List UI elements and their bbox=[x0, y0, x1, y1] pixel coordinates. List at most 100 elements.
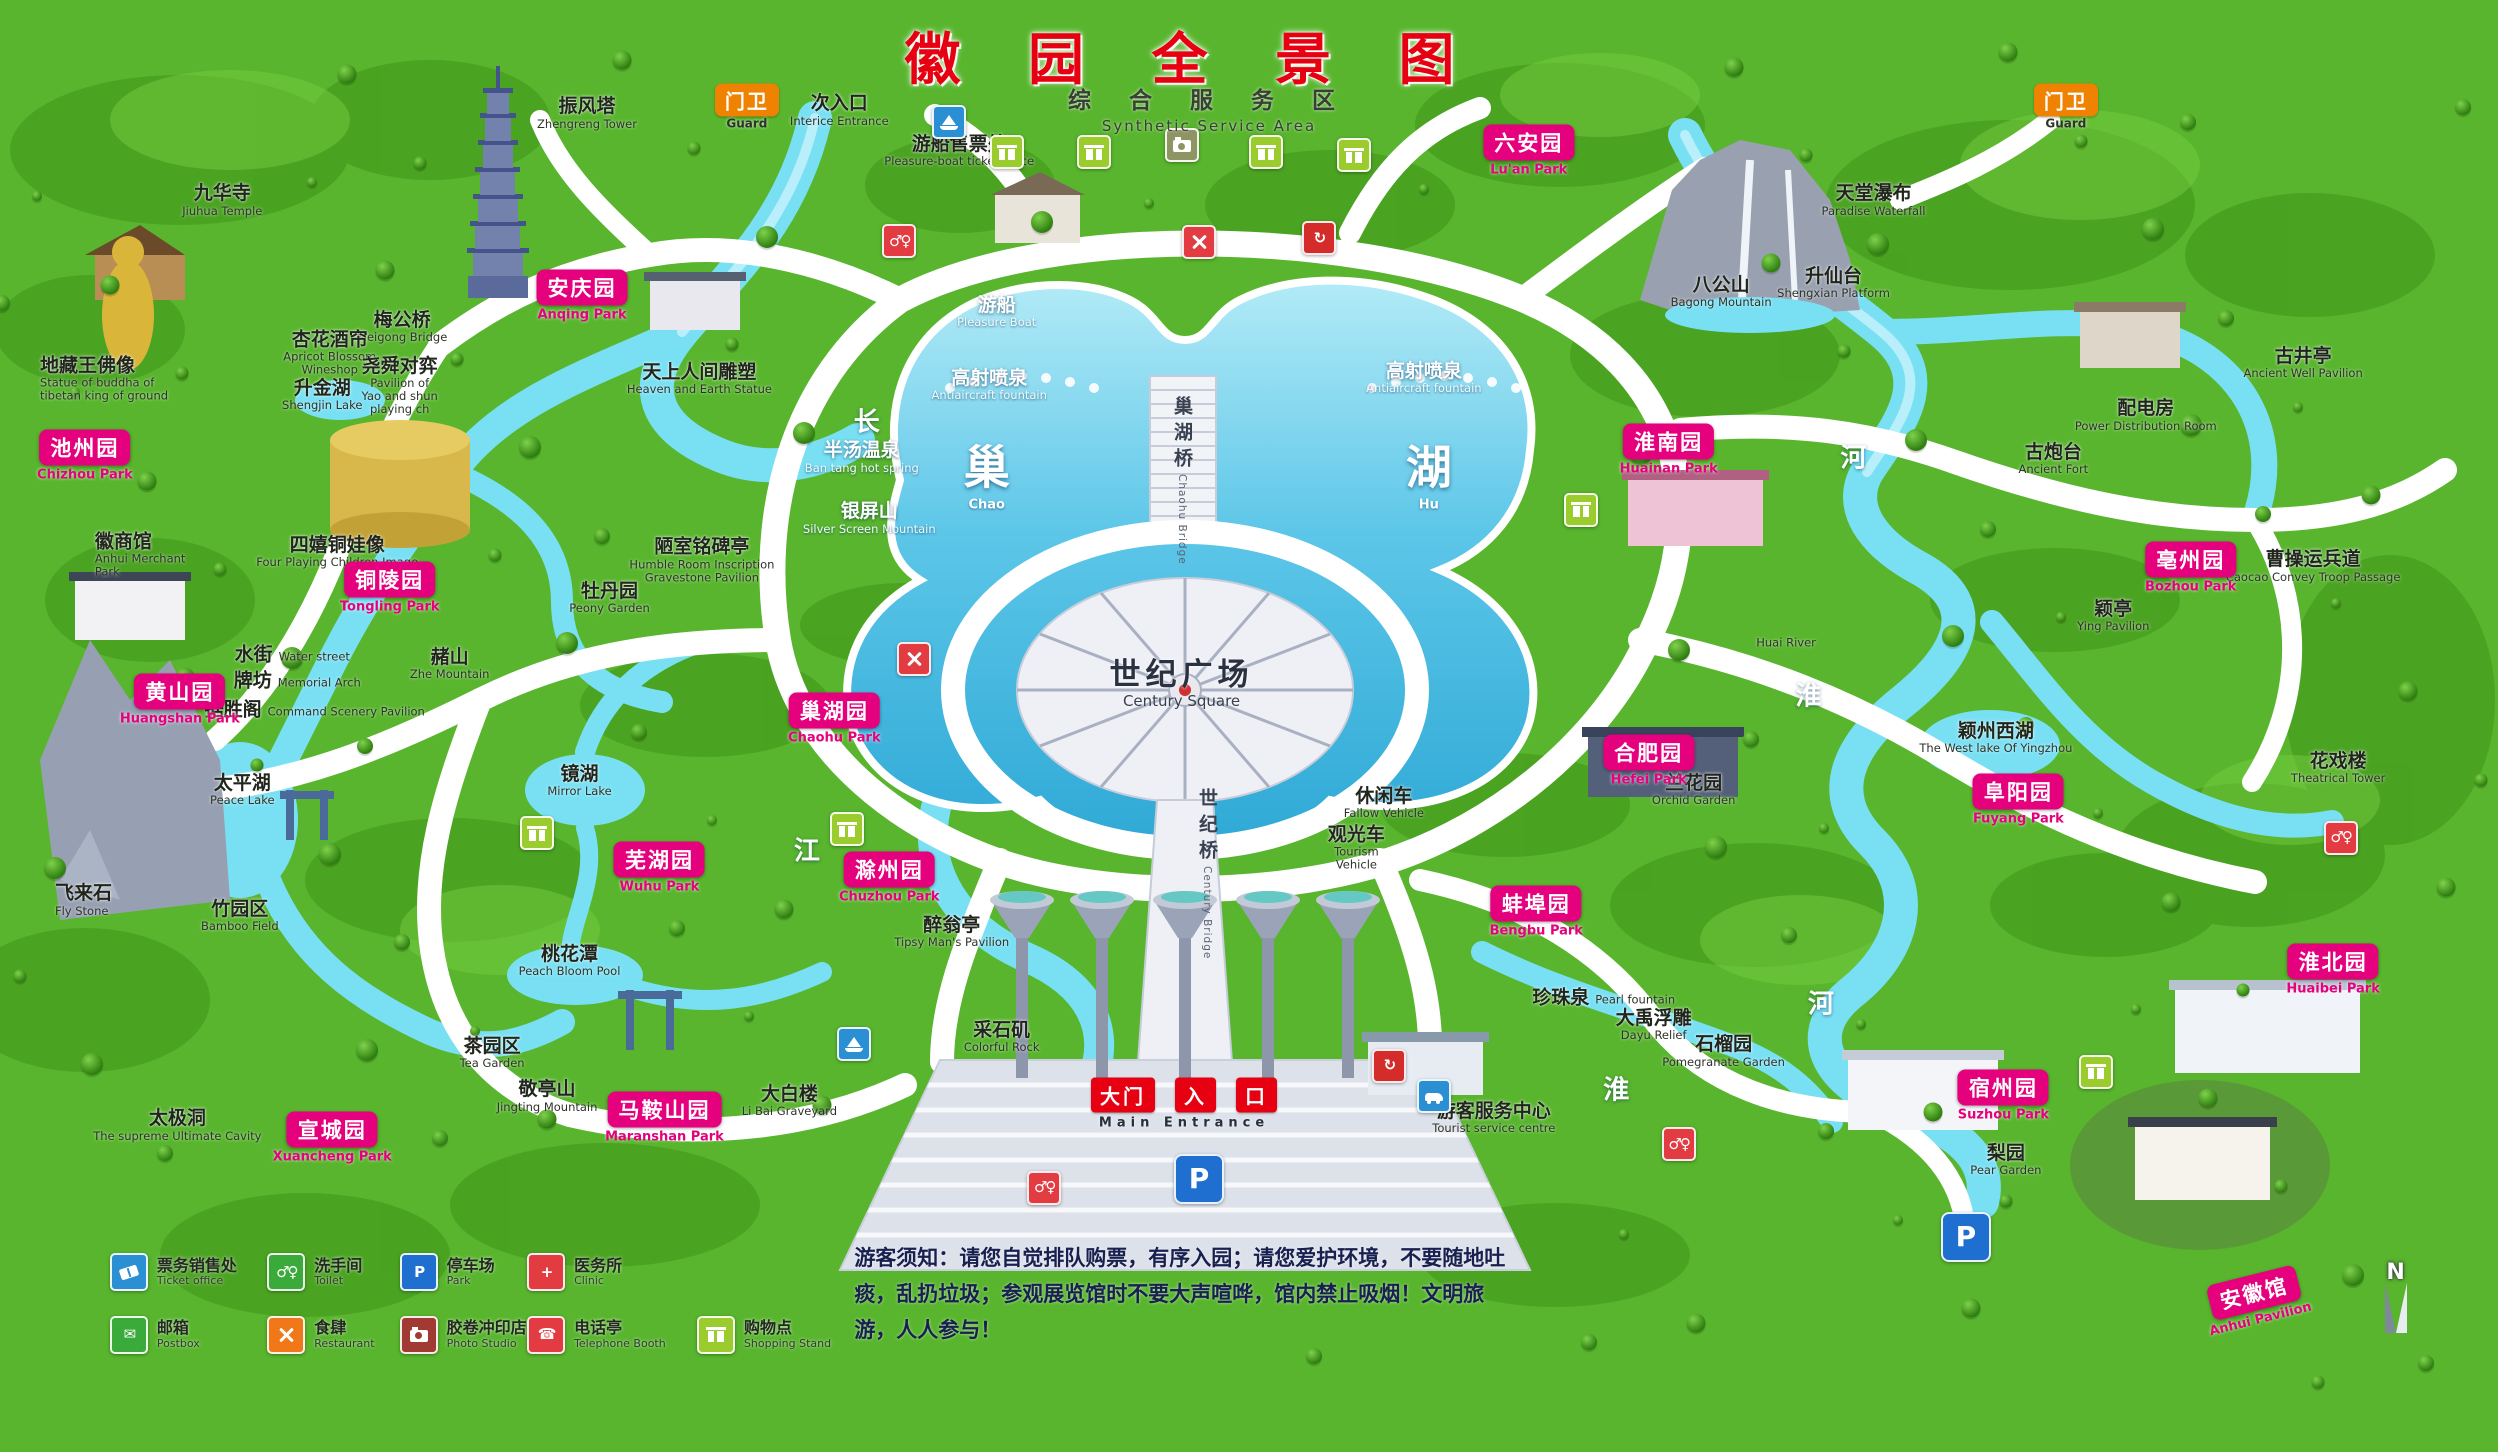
memorial-gate bbox=[618, 990, 682, 1050]
clinic-icon: + bbox=[527, 1253, 566, 1292]
tree-icon bbox=[375, 260, 395, 280]
buildings bbox=[69, 172, 2366, 1250]
label-en: Pearl fountain bbox=[1595, 991, 1676, 1006]
camera-glyph-icon bbox=[409, 1326, 428, 1342]
boat-icon bbox=[837, 1026, 872, 1061]
label-en: Pavilion of Yao and shun playing ch bbox=[361, 376, 438, 417]
tree-icon bbox=[1144, 198, 1155, 209]
label-cn: 配电房 bbox=[2117, 397, 2175, 420]
gift-glyph-icon bbox=[1084, 144, 1105, 160]
tree-icon bbox=[1418, 183, 1429, 194]
label-en: Zhe Mountain bbox=[409, 666, 490, 681]
label-cn: 大禹浮雕 bbox=[1615, 1007, 1692, 1030]
label-cn: 花戏楼 bbox=[2309, 750, 2367, 773]
tree-icon bbox=[687, 141, 701, 155]
label-en: Water street bbox=[278, 649, 350, 664]
park-badge-huangshan-park: 黄山园 bbox=[134, 673, 226, 710]
legend-cn: 购物点 bbox=[743, 1318, 792, 1338]
gift-icon bbox=[1249, 135, 1284, 170]
label-cn: 天上人间雕塑 bbox=[642, 360, 757, 383]
park-badge-cn: 淮北园 bbox=[2298, 950, 2368, 975]
bridge-label-cn: 巢湖桥 bbox=[1170, 396, 1193, 475]
park-badge-tongling-park: 铜陵园 bbox=[344, 561, 436, 598]
tree-icon bbox=[1923, 1102, 1943, 1122]
tree-icon bbox=[1998, 42, 2018, 62]
toilet-glyph-icon: ♂♀ bbox=[2330, 828, 2352, 847]
label-cn: 桃花潭 bbox=[541, 943, 599, 966]
tree-icon bbox=[1580, 1333, 1597, 1350]
ticket-glyph-icon bbox=[118, 1264, 140, 1281]
tree-icon bbox=[725, 337, 739, 351]
boat-icon bbox=[932, 104, 967, 139]
guard-badge: 门卫 bbox=[2033, 83, 2098, 117]
label-cn: 八公山 bbox=[1692, 273, 1750, 296]
map-title: 徽 园 全 景 图 bbox=[904, 26, 1479, 93]
tree-icon bbox=[631, 723, 648, 740]
label-en: Colorful Rock bbox=[963, 1039, 1040, 1054]
tree-icon bbox=[1980, 520, 1997, 537]
label-en: Mirror Lake bbox=[547, 784, 612, 799]
ticket-icon bbox=[109, 1253, 148, 1292]
tree-icon bbox=[2017, 716, 2034, 733]
tree-icon bbox=[2093, 808, 2104, 819]
label-huai-river: Huai River bbox=[1756, 636, 1816, 650]
legend-cn: 医务所 bbox=[574, 1255, 623, 1275]
label-cn: 四嬉铜娃像 bbox=[289, 533, 385, 556]
label-en: Li Bai Graveyard bbox=[741, 1103, 838, 1118]
label-en: Peony Garden bbox=[569, 601, 650, 616]
parking-glyph-icon: P bbox=[1188, 1162, 1210, 1196]
park-badge-cn: 芜湖园 bbox=[624, 848, 694, 873]
park-badge-chizhou-park: 池州园 bbox=[39, 429, 131, 466]
label-en: Tourist service centre bbox=[1432, 1121, 1556, 1136]
label-cn: 游客服务中心 bbox=[1436, 1099, 1551, 1122]
legend-cn: 食肆 bbox=[314, 1318, 347, 1338]
tree-icon bbox=[69, 387, 80, 398]
tree-icon bbox=[213, 562, 227, 576]
park-badge-fuyang-park: 阜阳园 bbox=[1972, 773, 2064, 810]
tree-icon bbox=[1942, 624, 1965, 647]
label-en: Orchid Garden bbox=[1651, 793, 1736, 808]
label-cn: 地藏王佛像 bbox=[39, 354, 135, 377]
label-en: Humble Room Inscription Gravestone Pavil… bbox=[629, 557, 775, 585]
tree-icon bbox=[2180, 113, 2197, 130]
label-en: Command Scenery Pavilion bbox=[267, 704, 425, 719]
tree-icon bbox=[2274, 1179, 2288, 1193]
label-en: Peach Bloom Pool bbox=[518, 964, 621, 979]
park-badge-bengbu-park: 蚌埠园 bbox=[1490, 885, 1582, 922]
park-badge-lu-an-park: 六安园 bbox=[1483, 124, 1575, 161]
legend-en: Photo Studio bbox=[446, 1336, 517, 1350]
rest-glyph-icon bbox=[277, 1326, 295, 1344]
camera-icon bbox=[1164, 128, 1199, 163]
label-cn: 游船 bbox=[977, 294, 1016, 317]
label-cn: 石榴园 bbox=[1695, 1033, 1753, 1056]
legend-cn: 胶卷冲印店 bbox=[446, 1318, 527, 1338]
arrow-glyph-icon: ↻ bbox=[1383, 1056, 1397, 1075]
label-cn: 徽商馆 bbox=[94, 530, 152, 553]
label-en: Pear Garden bbox=[1970, 1163, 2042, 1178]
anhui-pavilion-compound bbox=[2070, 1080, 2330, 1250]
gift-glyph-icon bbox=[705, 1327, 726, 1342]
camera-icon bbox=[399, 1315, 438, 1354]
label-en: Memorial Arch bbox=[277, 675, 361, 690]
park-en-label: Bengbu Park bbox=[1489, 923, 1583, 939]
tree-icon bbox=[2398, 681, 2418, 701]
